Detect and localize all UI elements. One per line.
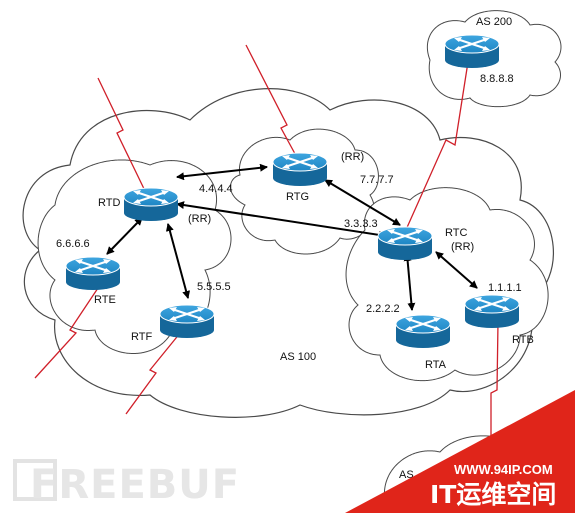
rtc-ip-label: 3.3.3.3 bbox=[344, 218, 378, 230]
router-rtb[interactable] bbox=[464, 294, 520, 329]
rtb-external-link bbox=[490, 321, 499, 453]
site-name-text: IT运维空间 bbox=[430, 480, 556, 509]
router-rtf[interactable] bbox=[159, 304, 215, 339]
router-rtc[interactable] bbox=[377, 226, 433, 261]
rtb-ip-label: 1.1.1.1 bbox=[488, 282, 522, 294]
rtg-rtc-session bbox=[324, 179, 401, 226]
rtc-rr-label: (RR) bbox=[451, 241, 474, 253]
rtb-name-label: RTB bbox=[512, 334, 534, 346]
rtg-name-label: RTG bbox=[286, 191, 309, 203]
rtf-external-link bbox=[125, 326, 186, 415]
rtd-rtc-session bbox=[176, 201, 387, 239]
rtg-external-link bbox=[245, 44, 301, 164]
rtd-rr-label: (RR) bbox=[188, 213, 211, 225]
freebuf-text: FREEBUF bbox=[30, 462, 240, 508]
router-rte[interactable] bbox=[65, 256, 121, 291]
rte-ip-label: 6.6.6.6 bbox=[56, 238, 90, 250]
rta-ip-label: 2.2.2.2 bbox=[366, 303, 400, 315]
as100-label: AS 100 bbox=[280, 351, 316, 363]
router-rtg[interactable] bbox=[272, 152, 328, 187]
rtc-rta-session bbox=[403, 253, 416, 311]
site-url-text: WWW.94IP.COM bbox=[454, 462, 553, 477]
rtd-rtf-session bbox=[165, 223, 191, 299]
site-watermark: WWW.94IP.COM IT运维空间 bbox=[345, 390, 575, 513]
rtc-name-label: RTC bbox=[445, 227, 467, 239]
rtd-ip-label: 4.4.4.4 bbox=[199, 183, 233, 195]
rtd-external-link bbox=[97, 77, 148, 196]
rtd-rte-session bbox=[106, 217, 143, 255]
as200-label: AS 200 bbox=[476, 16, 512, 28]
rtf-ip-label: 5.5.5.5 bbox=[197, 281, 231, 293]
rte-name-label: RTE bbox=[94, 294, 116, 306]
ibgp-sessions bbox=[106, 163, 478, 311]
watermark-red-triangle bbox=[345, 390, 575, 513]
rtc-rtb-session bbox=[435, 251, 478, 289]
external-links bbox=[34, 44, 499, 453]
rtd-name-label: RTD bbox=[98, 197, 120, 209]
rtg-ip-label: 7.7.7.7 bbox=[360, 174, 394, 186]
freebuf-watermark: FREEBUF bbox=[13, 459, 240, 508]
rtg-rr-label: (RR) bbox=[341, 151, 364, 163]
as200-router-ip: 8.8.8.8 bbox=[480, 73, 514, 85]
rte-external-link bbox=[34, 287, 99, 379]
router-rtd[interactable] bbox=[123, 187, 179, 222]
bottom-as-label: AS bbox=[399, 469, 414, 481]
rtc-to-as200-link bbox=[404, 61, 469, 233]
rtd-rtg-session bbox=[176, 163, 268, 181]
rta-name-label: RTA bbox=[425, 359, 447, 371]
rtf-name-label: RTF bbox=[131, 331, 152, 343]
router-as200[interactable] bbox=[444, 34, 500, 69]
router-rta[interactable] bbox=[395, 314, 451, 349]
